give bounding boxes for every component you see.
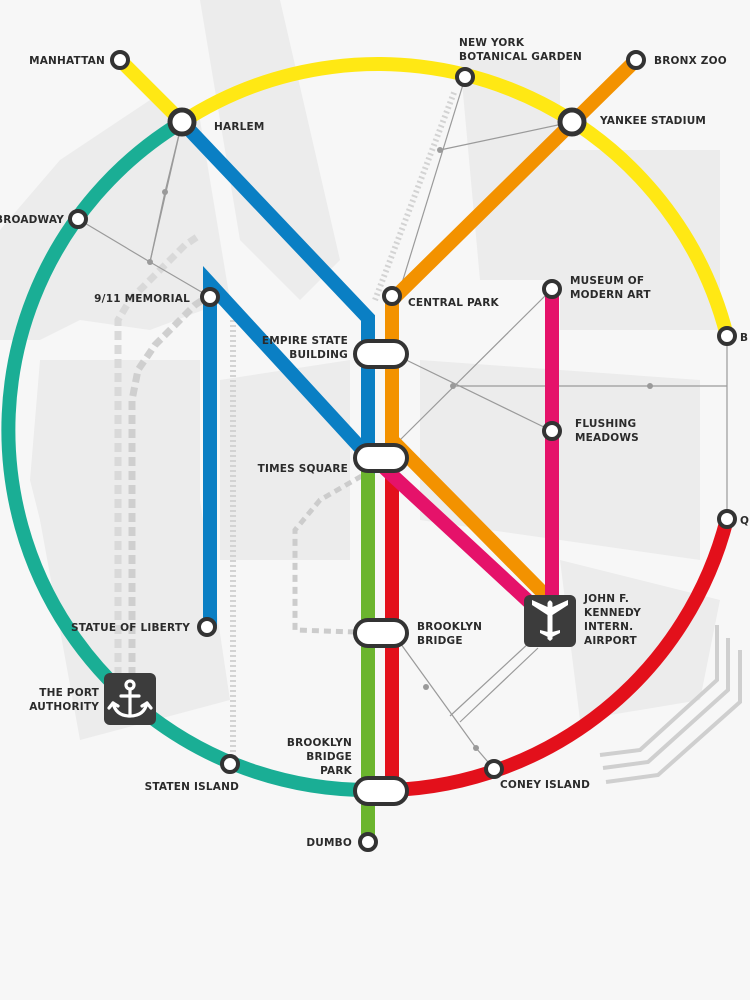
- station-circles: [68, 50, 737, 852]
- brooklyn-bridge-park-capsule[interactable]: [353, 776, 409, 806]
- label-port-authority-1: THE PORT: [39, 687, 99, 699]
- edge-q-station[interactable]: [717, 509, 737, 529]
- manhattan-station[interactable]: [110, 50, 130, 70]
- times-square-capsule[interactable]: [353, 443, 409, 473]
- label-bronx-zoo: BRONX ZOO: [654, 55, 727, 67]
- label-empire-state-2: BUILDING: [289, 349, 348, 361]
- label-moma-1: MUSEUM OF: [570, 275, 644, 287]
- label-flushing-2: MEADOWS: [575, 432, 639, 444]
- coney-island-station[interactable]: [484, 759, 504, 779]
- label-dumbo: DUMBO: [306, 837, 352, 849]
- red-line: [385, 470, 734, 798]
- moma-station[interactable]: [542, 279, 562, 299]
- staten-island-station[interactable]: [220, 754, 240, 774]
- airplane-icon: [532, 600, 568, 641]
- label-yankee-stadium: YANKEE STADIUM: [599, 115, 706, 127]
- label-brooklyn-bridge-1: BROOKLYN: [417, 621, 482, 633]
- bronx-zoo-station[interactable]: [626, 50, 646, 70]
- jfk-airport-icon-box[interactable]: [524, 595, 576, 647]
- label-harlem: HARLEM: [214, 121, 265, 133]
- interchange-capsules: [353, 339, 409, 806]
- label-brooklyn-bridge-park-1: BROOKLYN: [287, 737, 352, 749]
- label-jfk-3: INTERN.: [584, 621, 633, 633]
- label-statue-of-liberty: STATUE OF LIBERTY: [71, 622, 190, 634]
- flushing-meadows-station[interactable]: [542, 421, 562, 441]
- label-jfk-4: AIRPORT: [584, 635, 638, 647]
- yankee-stadium-station[interactable]: [557, 107, 587, 137]
- station-labels: MANHATTAN HARLEM BROADWAY 9/11 MEMORIAL …: [0, 37, 749, 849]
- edge-b-station[interactable]: [717, 326, 737, 346]
- statue-of-liberty-station[interactable]: [197, 617, 217, 637]
- broadway-station[interactable]: [68, 209, 88, 229]
- empire-state-building-capsule[interactable]: [353, 339, 409, 369]
- label-coney-island: CONEY ISLAND: [500, 779, 590, 791]
- label-brooklyn-bridge-2: BRIDGE: [417, 635, 463, 647]
- corner-lines: [599, 625, 742, 784]
- anchor-icon: [107, 679, 153, 718]
- yellow-line: [115, 55, 734, 338]
- label-jfk-2: KENNEDY: [584, 607, 641, 619]
- botanical-garden-station[interactable]: [455, 67, 475, 87]
- label-botanical-2: BOTANICAL GARDEN: [459, 51, 582, 63]
- label-flushing-1: FLUSHING: [575, 418, 636, 430]
- harlem-station[interactable]: [167, 107, 197, 137]
- label-edge-q: Q: [740, 515, 749, 527]
- label-times-square: TIMES SQUARE: [258, 463, 348, 475]
- label-empire-state-1: EMPIRE STATE: [262, 335, 348, 347]
- central-park-station[interactable]: [382, 286, 402, 306]
- dotted-paths: [114, 88, 458, 760]
- orange-line: [385, 55, 641, 605]
- label-central-park: CENTRAL PARK: [408, 297, 500, 309]
- label-911-memorial: 9/11 MEMORIAL: [94, 293, 190, 305]
- port-authority-icon-box[interactable]: [104, 673, 156, 725]
- brooklyn-bridge-capsule[interactable]: [353, 618, 409, 648]
- label-broadway: BROADWAY: [0, 214, 64, 226]
- connector-dots: [147, 147, 653, 751]
- label-jfk-1: JOHN F.: [583, 593, 629, 605]
- memorial-911-station[interactable]: [200, 287, 220, 307]
- label-staten-island: STATEN ISLAND: [145, 781, 239, 793]
- label-brooklyn-bridge-park-3: PARK: [320, 765, 353, 777]
- label-manhattan: MANHATTAN: [29, 55, 105, 67]
- dumbo-station[interactable]: [358, 832, 378, 852]
- label-port-authority-2: AUTHORITY: [29, 701, 99, 713]
- label-brooklyn-bridge-park-2: BRIDGE: [306, 751, 352, 763]
- label-moma-2: MODERN ART: [570, 289, 651, 301]
- label-edge-b: B: [740, 332, 748, 344]
- label-botanical-1: NEW YORK: [459, 37, 525, 49]
